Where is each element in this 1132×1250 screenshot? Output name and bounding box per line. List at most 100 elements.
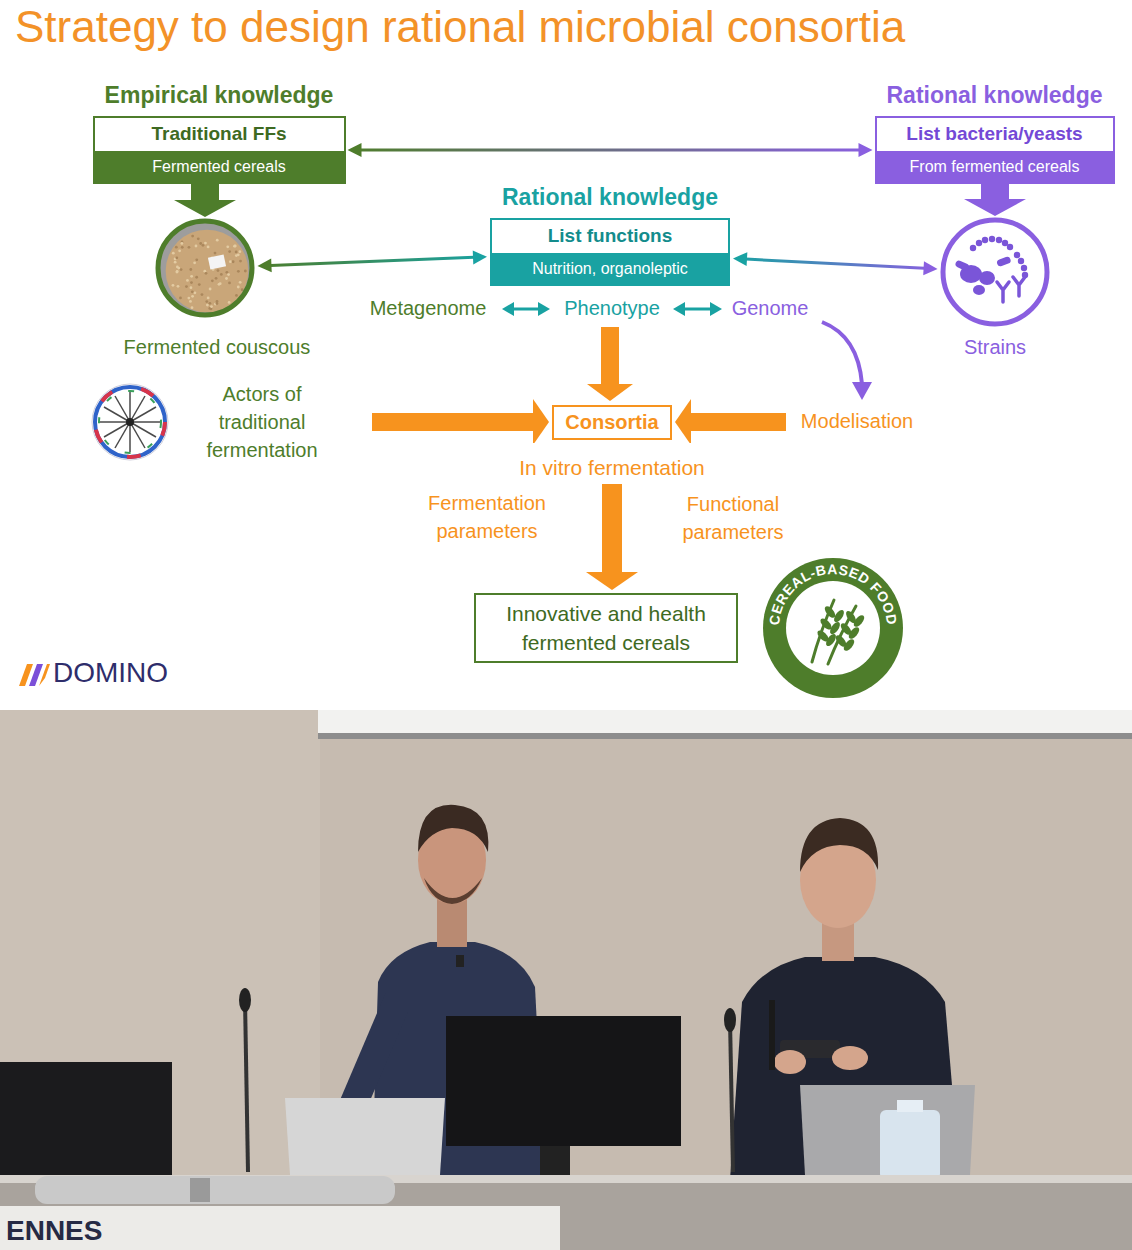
couscous-photo: [195, 245, 198, 248]
couscous-photo: [210, 305, 213, 308]
couscous-photo: [181, 246, 184, 249]
conference-photo: [724, 1008, 736, 1032]
couscous-photo: [201, 293, 204, 296]
label-slot: Actors of traditional fermentation: [182, 380, 342, 464]
arrowhead: [859, 143, 873, 157]
conference-photo: [285, 1098, 445, 1175]
couscous-photo: [217, 269, 220, 272]
couscous-photo: [199, 242, 202, 245]
couscous-photo: [237, 270, 240, 273]
couscous-photo: [180, 268, 183, 271]
arrowhead: [964, 199, 1026, 216]
conference-photo: [0, 1175, 1132, 1250]
box-band: Traditional FFs: [95, 118, 344, 151]
couscous-photo: [195, 276, 198, 279]
couscous-photo: [154, 217, 256, 319]
conference-photo: [769, 1000, 775, 1070]
microbe-icons: [997, 282, 1009, 302]
couscous-photo: [172, 284, 175, 287]
connector-line: [981, 184, 1009, 200]
couscous-photo: [175, 256, 178, 259]
connector: [964, 184, 1026, 216]
connector: [348, 143, 873, 157]
image-circle-node: Strains: [915, 216, 1075, 364]
circle-outline-svg: [939, 216, 1051, 328]
conference-photo: [418, 805, 488, 852]
couscous-photo: [205, 272, 208, 275]
connector-line: [270, 257, 474, 265]
arrowhead: [473, 250, 487, 264]
conference-photo: [340, 992, 408, 1110]
microbe-icons: [1013, 277, 1025, 296]
phylogenetic-tree-icon: [126, 418, 134, 426]
couscous-photo: [191, 306, 194, 309]
couscous-photo: [241, 288, 244, 291]
block-arrow: [601, 327, 619, 385]
phylogenetic-tree-icon: [129, 422, 131, 452]
phylogenetic-tree-icon: [130, 396, 145, 422]
circle-label-holder: Strains: [915, 334, 1075, 360]
microbe-icons: [973, 285, 985, 295]
conference-photo: [0, 710, 1132, 1250]
couscous-photo: [178, 249, 181, 252]
text-label: Genome: [715, 295, 825, 321]
microbe-icons: [979, 271, 995, 285]
knowledge-box: Rational knowledgeList functionsNutritio…: [490, 182, 730, 286]
cereal-food-logo: [852, 613, 866, 628]
domino-logo-icon: [39, 664, 50, 686]
process-box: Consortia: [552, 405, 672, 440]
couscous-photo: [177, 285, 180, 288]
couscous-photo: [202, 244, 205, 247]
double-arrow: [683, 308, 712, 311]
label-slot: Fermentation parameters: [412, 489, 562, 545]
conference-photo: [774, 1050, 806, 1074]
label-slot: Genome: [715, 295, 825, 321]
conference-photo: [0, 1206, 560, 1250]
conference-photo: [456, 955, 464, 967]
curved-arrow: [822, 322, 862, 384]
couscous-photo: [228, 282, 231, 285]
cereal-food-logo: [763, 558, 903, 698]
couscous-photo: [220, 273, 223, 276]
couscous-photo: [226, 245, 229, 248]
couscous-photo: [198, 283, 201, 286]
arrowhead: [257, 258, 271, 272]
circle-outline-svg: [154, 217, 256, 319]
phylogenetic-tree-icon: [95, 387, 165, 457]
cereal-food-logo: [832, 608, 846, 623]
box-subtitle: Fermented cereals: [152, 151, 285, 182]
couscous-photo: [190, 286, 193, 289]
couscous-photo: [229, 260, 232, 263]
title: Strategy to design rational microbial co…: [15, 0, 905, 54]
conference-photo: [318, 710, 1132, 734]
conference-photo: [424, 878, 482, 904]
connector: [733, 252, 938, 275]
box-text: Innovative and health fermented cereals: [486, 599, 726, 657]
double-arrow: [673, 302, 685, 316]
couscous-photo: [208, 254, 226, 269]
conference-photo: [35, 1176, 395, 1204]
couscous-photo: [211, 279, 214, 282]
conference-photo: [318, 733, 1132, 739]
text-label: ENNES: [6, 1213, 206, 1249]
conference-photo: [239, 988, 251, 1012]
box-frame: List bacteria/yeastsFrom fermented cerea…: [875, 116, 1115, 184]
box-title: Traditional FFs: [151, 118, 286, 150]
microbe-icons: [996, 256, 1012, 267]
box-frame: Traditional FFsFermented cereals: [93, 116, 346, 184]
phylogenetic-tree-icon: [129, 392, 131, 422]
conference-photo: [897, 1100, 923, 1112]
microbe-icons: [989, 236, 995, 242]
couscous-photo: [175, 246, 178, 249]
couscous-photo: [207, 297, 210, 300]
microbe-icons: [1002, 240, 1008, 246]
double-arrow: [710, 302, 722, 316]
couscous-photo: [215, 277, 218, 280]
conference-photo: [800, 818, 878, 872]
couscous-photo: [191, 290, 194, 293]
text-label: DOMINO: [53, 655, 213, 691]
couscous-photo: [238, 250, 241, 253]
couscous-photo: [176, 266, 179, 269]
phylogenetic-tree-icon: [92, 384, 168, 460]
